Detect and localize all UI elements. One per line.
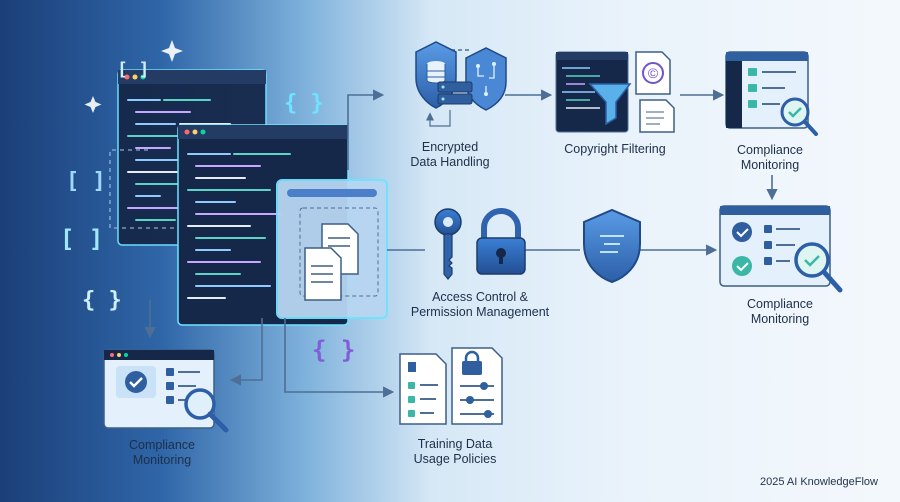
- label-line: Compliance: [128, 438, 195, 452]
- label-line: Compliance: [736, 143, 803, 157]
- brace-glyph: { }: [82, 288, 122, 313]
- document-window: [276, 179, 388, 319]
- label-line: Copyright Filtering: [564, 142, 666, 156]
- brace-glyph: { }: [284, 91, 324, 116]
- compliance-dashboard-icon: [725, 51, 818, 136]
- label-training-data-usage-policies: Training Data Usage Policies: [400, 437, 510, 467]
- shield-circuit-icon: [465, 47, 507, 111]
- documents-icon: [304, 223, 359, 301]
- label-line: Access Control &: [432, 290, 528, 304]
- server-icon: [437, 81, 473, 105]
- label-access-control: Access Control & Permission Management: [400, 290, 560, 320]
- sparkle-icon: [84, 40, 183, 113]
- label-compliance-monitoring-left: Compliance Monitoring: [112, 438, 212, 468]
- compliance-checklist-icon: [719, 205, 843, 293]
- bracket-glyph: [ ]: [60, 225, 103, 253]
- shield-icon: [583, 208, 641, 284]
- connector-lines: [109, 49, 778, 398]
- label-line: Encrypted: [421, 140, 479, 154]
- compliance-monitor-icon: [103, 349, 229, 433]
- label-line: Usage Policies: [413, 452, 497, 466]
- label-line: Monitoring: [132, 453, 192, 467]
- copyright-filter-icon: [555, 51, 675, 133]
- footer-credit: 2025 AI KnowledgeFlow: [759, 476, 878, 488]
- lock-icon: [476, 207, 526, 275]
- label-line: Monitoring: [750, 312, 810, 326]
- label-copyright-filtering: Copyright Filtering: [545, 142, 685, 157]
- label-line: Data Handling: [410, 155, 490, 169]
- bracket-glyph: [ ]: [117, 59, 150, 80]
- label-line: Compliance: [746, 297, 813, 311]
- policy-documents-icon: [399, 347, 503, 425]
- bracket-glyph: [ ]: [66, 169, 106, 194]
- label-compliance-monitoring-top: Compliance Monitoring: [720, 143, 820, 173]
- label-encrypted-data-handling: Encrypted Data Handling: [395, 140, 505, 170]
- label-compliance-monitoring-mid: Compliance Monitoring: [730, 297, 830, 327]
- label-line: Monitoring: [740, 158, 800, 172]
- copyright-symbol: ©: [648, 65, 659, 81]
- label-line: Training Data: [417, 437, 493, 451]
- brace-glyph: { }: [312, 336, 355, 364]
- key-icon: [434, 208, 462, 280]
- label-line: Permission Management: [410, 305, 550, 319]
